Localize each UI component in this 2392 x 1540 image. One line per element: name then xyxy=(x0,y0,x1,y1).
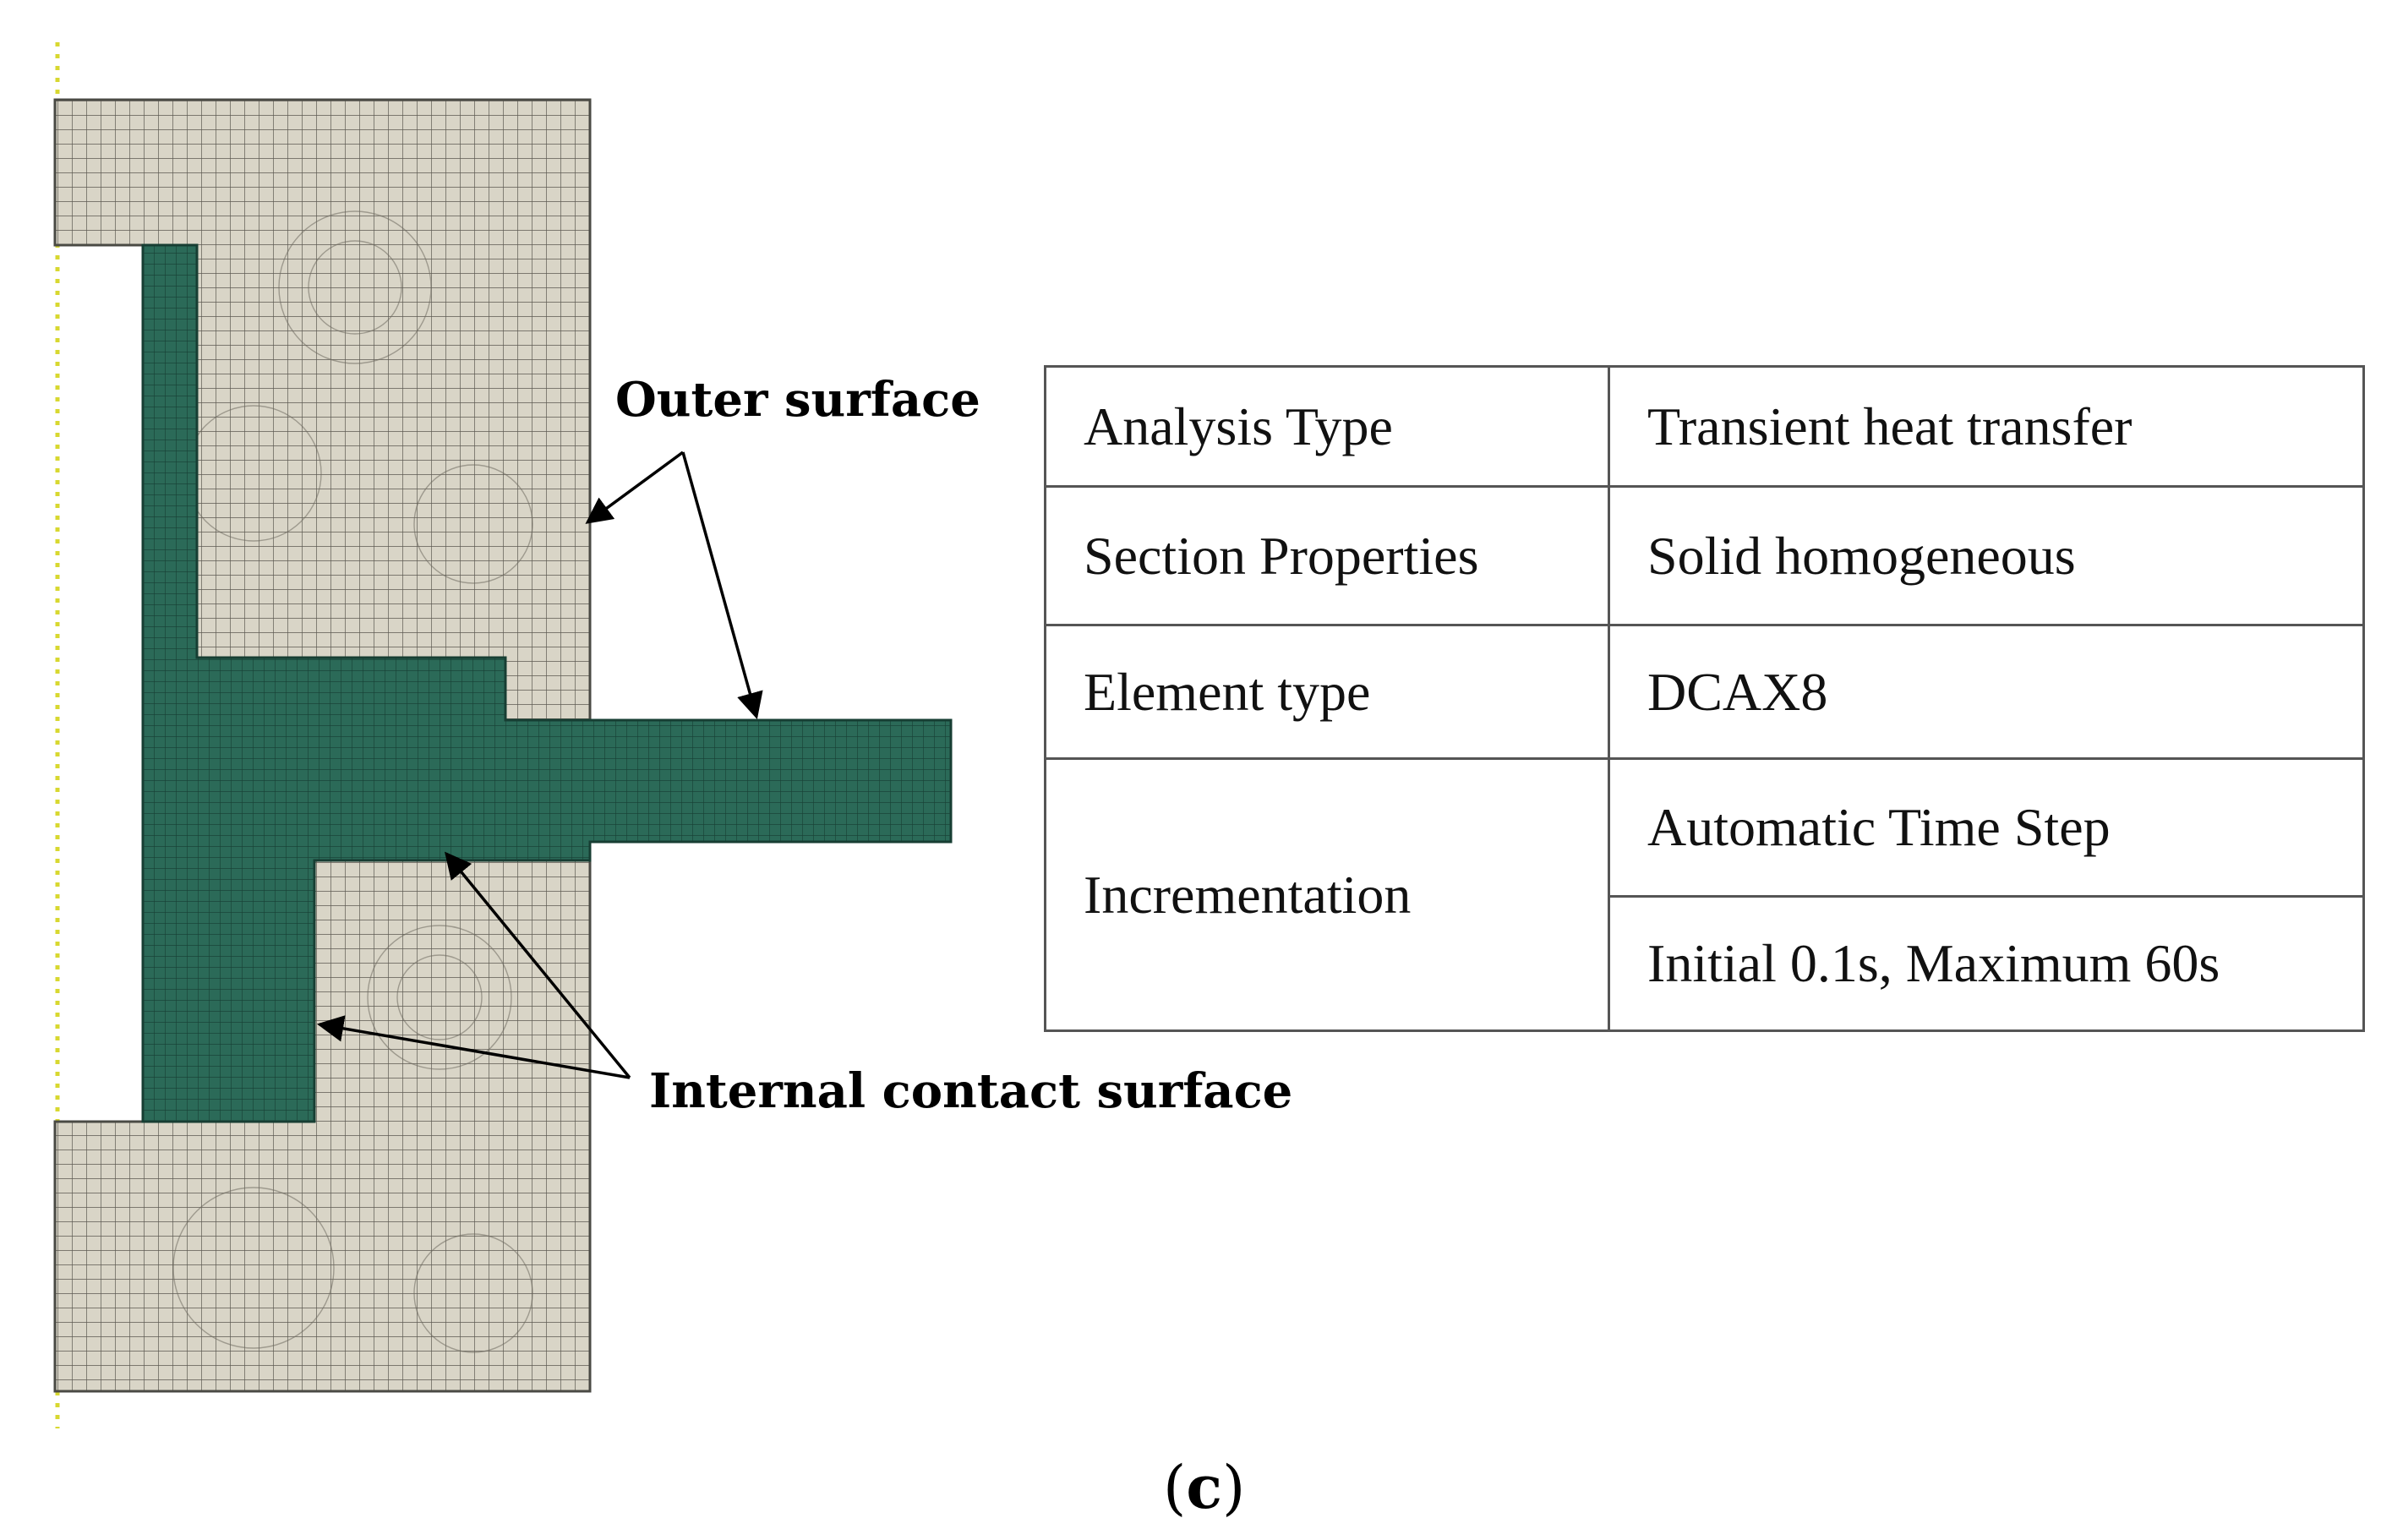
section-properties-key: Section Properties xyxy=(1044,485,1610,626)
internal-contact-surface-label: Internal contact surface xyxy=(649,1063,1293,1119)
incrementation-value-1: Automatic Time Step xyxy=(1608,757,2365,898)
analysis-properties-table: Analysis Type Transient heat transfer Se… xyxy=(1044,365,2365,1032)
figure-caption: (c) xyxy=(1163,1452,1246,1522)
outer-surface-label: Outer surface xyxy=(615,372,980,428)
analysis-type-value: Transient heat transfer xyxy=(1608,365,2365,488)
incrementation-value-2: Initial 0.1s, Maximum 60s xyxy=(1608,895,2365,1032)
inner-part-mesh xyxy=(141,243,953,1123)
outer-surface-arrows xyxy=(585,451,763,720)
table-row: Element type DCAX8 xyxy=(1044,624,2365,760)
incrementation-key: Incrementation xyxy=(1044,757,1610,1032)
section-properties-value: Solid homogeneous xyxy=(1608,485,2365,626)
table-row: Analysis Type Transient heat transfer xyxy=(1044,365,2365,488)
internal-contact-arrows xyxy=(316,851,631,1079)
table-row: Initial 0.1s, Maximum 60s xyxy=(1046,895,2365,1032)
table-row: Incrementation Automatic Time Step xyxy=(1044,757,2365,1032)
table-row: Section Properties Solid homogeneous xyxy=(1044,485,2365,626)
element-type-key: Element type xyxy=(1044,624,1610,760)
element-type-value: DCAX8 xyxy=(1608,624,2365,760)
analysis-type-key: Analysis Type xyxy=(1044,365,1610,488)
caption-letter: c xyxy=(1186,1452,1222,1522)
